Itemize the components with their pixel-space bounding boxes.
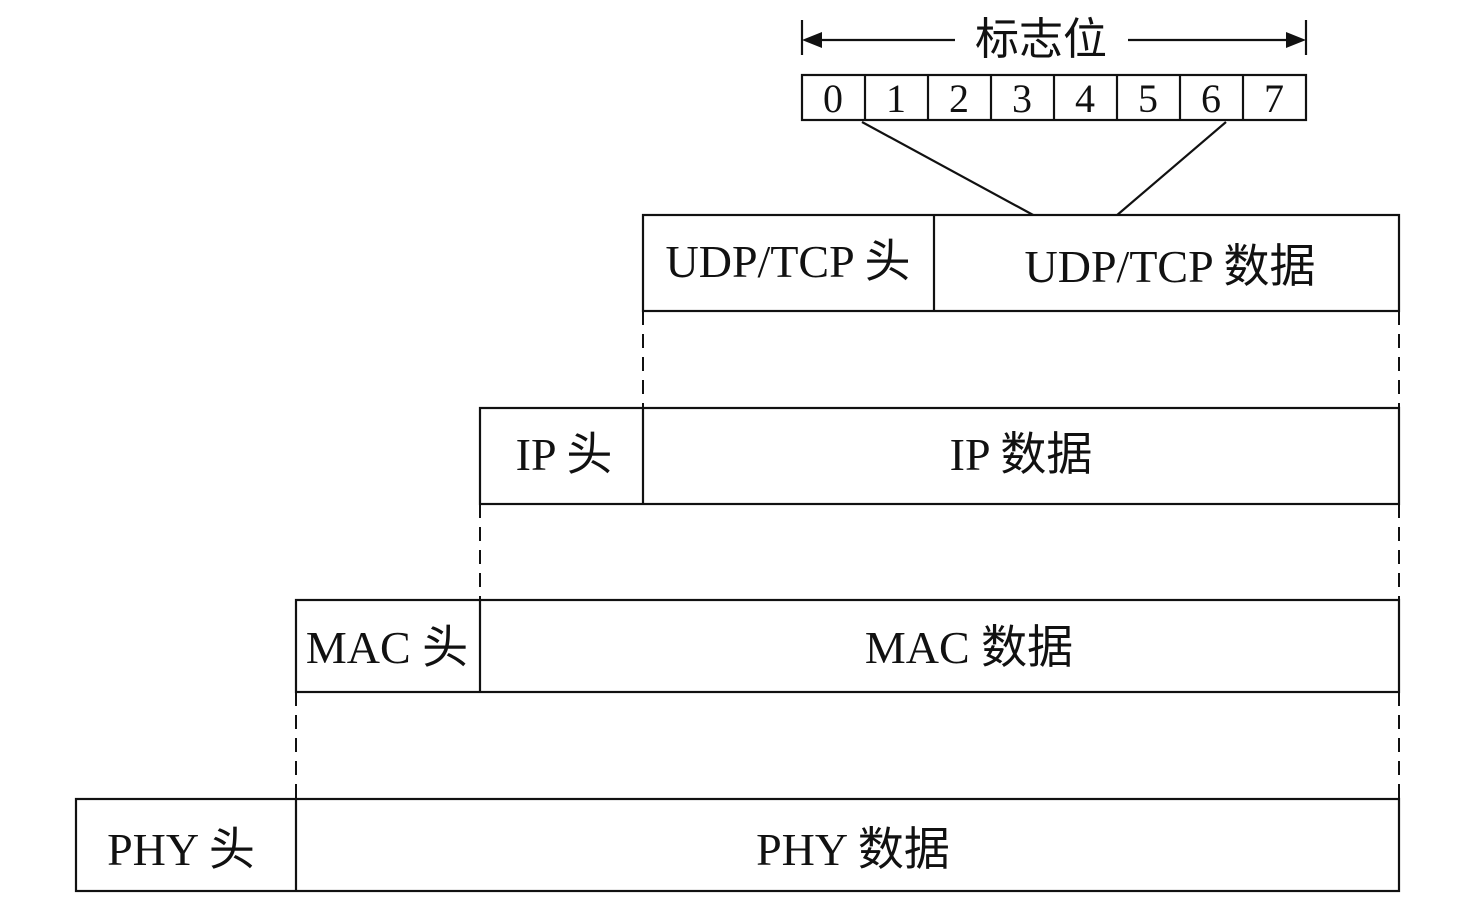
phy-payload-label: PHY 数据	[756, 824, 950, 875]
flag-bit-3: 3	[1012, 76, 1032, 121]
udp-tcp-frame	[641, 213, 1401, 313]
flag-bit-5: 5	[1138, 76, 1158, 121]
flag-bits-row: 0 1 2 3 4 5 6 7	[800, 73, 1308, 122]
connector-line-left	[861, 121, 1036, 217]
flag-bit-2: 2	[949, 76, 969, 121]
layer-udp-tcp: UDP/TCP 头 UDP/TCP 数据	[641, 213, 1401, 313]
layer-mac: MAC 头 MAC 数据	[294, 598, 1401, 694]
flag-bit-6: 6	[1201, 76, 1221, 121]
arrowhead-right-icon	[1286, 32, 1306, 48]
flag-field-dimension: 标志位	[800, 15, 1308, 64]
arrowhead-left-icon	[802, 32, 822, 48]
flag-bit-7: 7	[1264, 76, 1284, 121]
flag-bit-4: 4	[1075, 76, 1095, 121]
ip-frame	[478, 406, 1401, 506]
udp-tcp-payload-label: UDP/TCP 数据	[1025, 241, 1316, 292]
flag-field-title: 标志位	[975, 15, 1107, 64]
layer-phy: PHY 头 PHY 数据	[74, 797, 1401, 893]
connector-line-right	[1115, 121, 1227, 217]
phy-frame	[74, 797, 1401, 893]
ip-header-label: IP 头	[516, 429, 613, 480]
flag-bit-1: 1	[886, 76, 906, 121]
phy-header-label: PHY 头	[107, 824, 255, 875]
mac-payload-label: MAC 数据	[865, 622, 1073, 673]
layer-ip: IP 头 IP 数据	[478, 406, 1401, 506]
flag-bit-0: 0	[823, 76, 843, 121]
udp-tcp-header-label: UDP/TCP 头	[666, 236, 911, 287]
mac-header-label: MAC 头	[306, 622, 468, 673]
ip-payload-label: IP 数据	[950, 429, 1093, 480]
